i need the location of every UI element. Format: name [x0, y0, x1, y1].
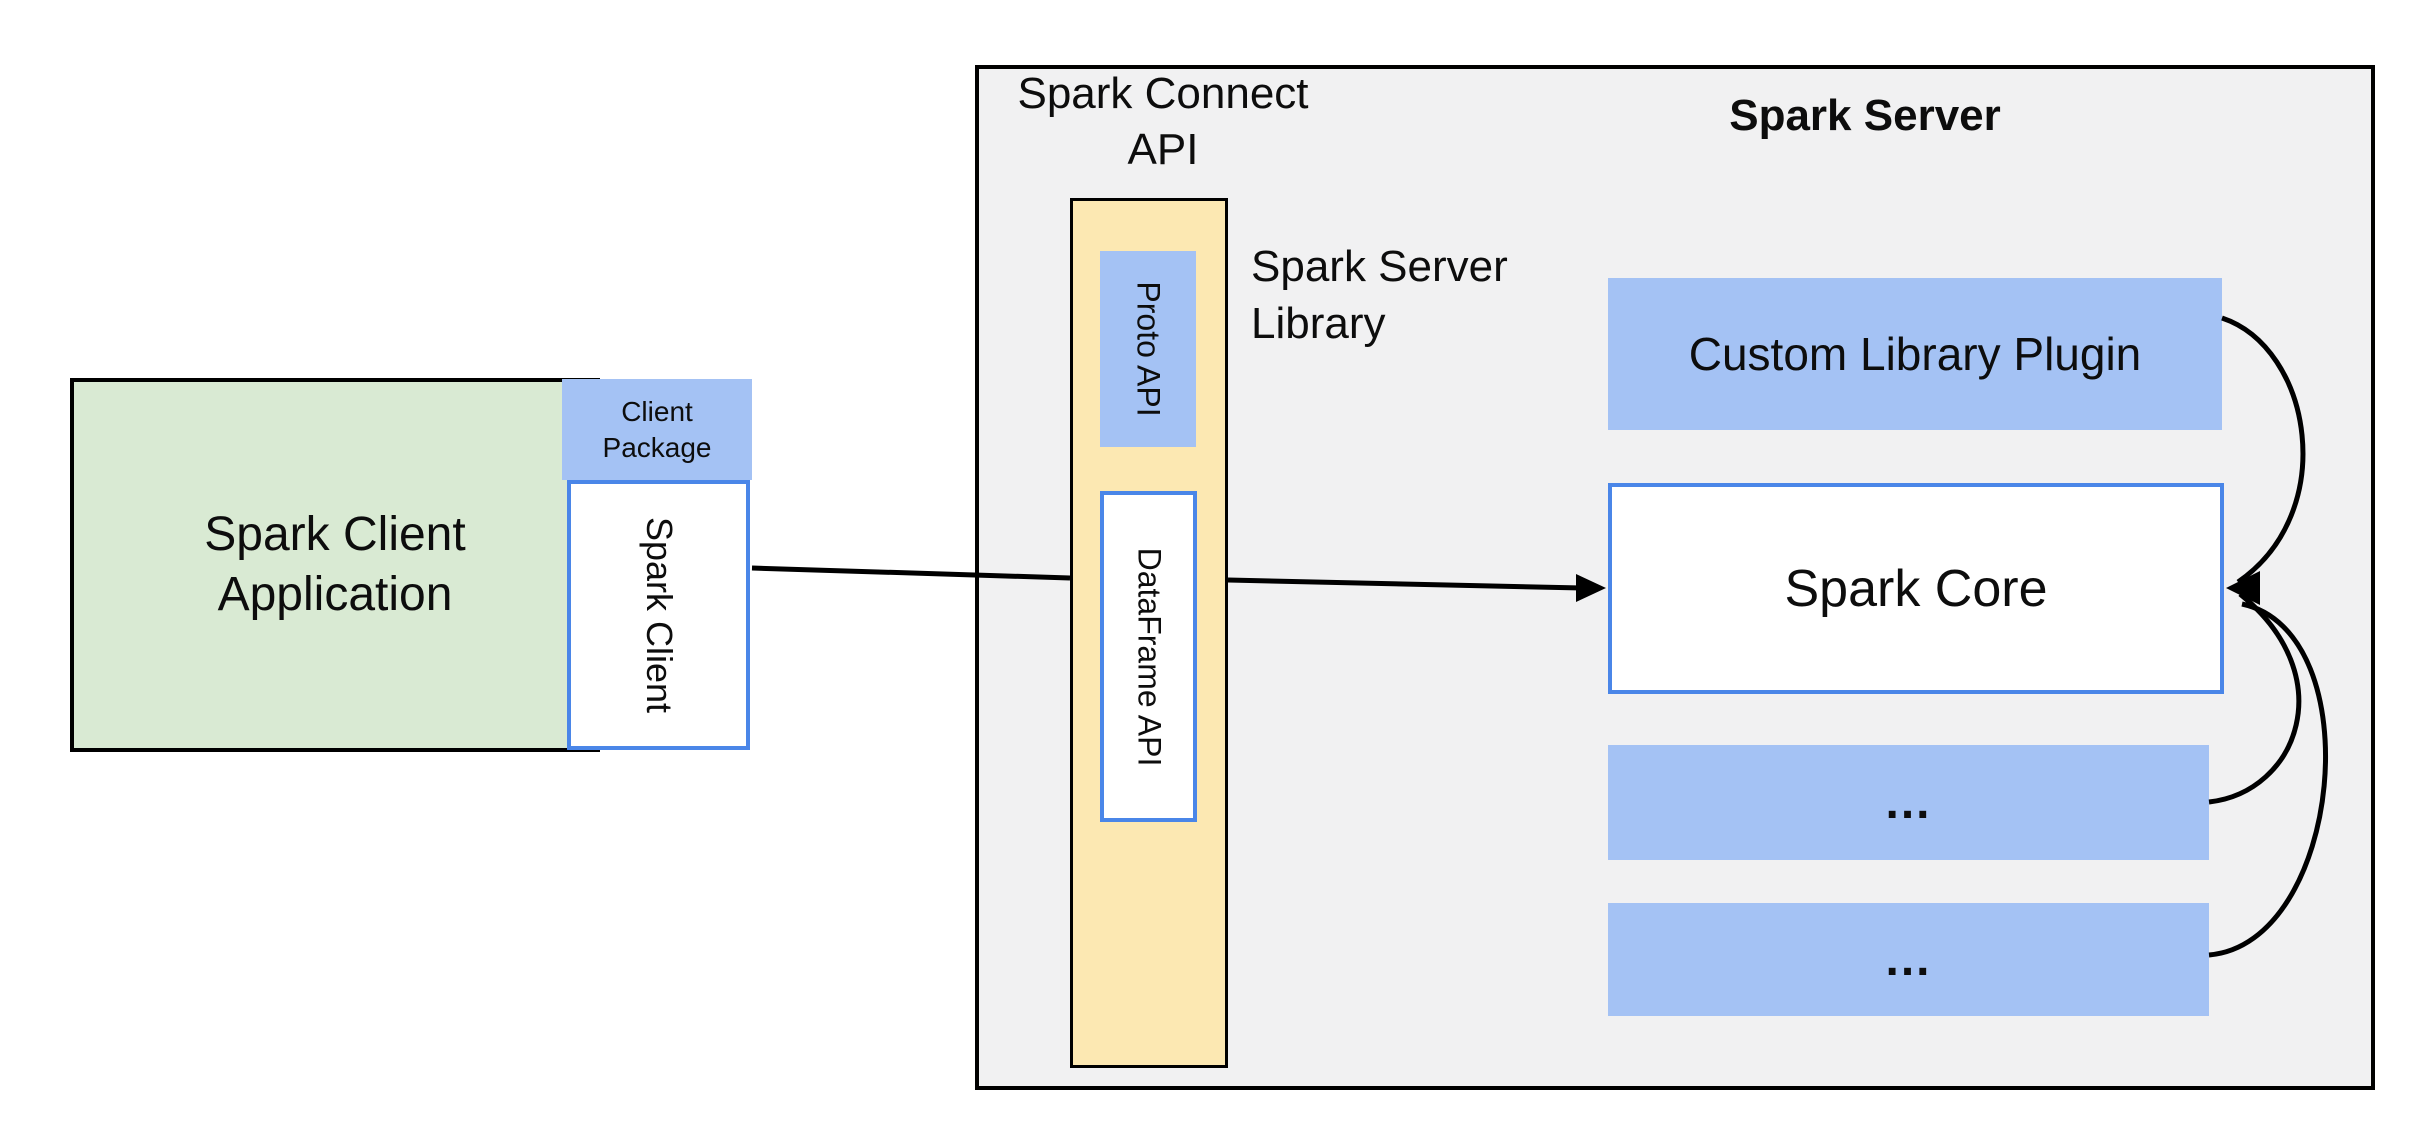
custom-library-plugin-label: Custom Library Plugin — [1688, 328, 2142, 380]
ellipsis-label-1: ... — [1885, 776, 1932, 829]
client-package-line1: Client — [621, 395, 693, 427]
spark-client-label: Spark Client — [638, 516, 680, 714]
dataframe-api-box: DataFrame API — [1100, 491, 1197, 822]
ellipsis-label-2: ... — [1885, 933, 1932, 986]
spark-core-box: Spark Core — [1608, 483, 2224, 694]
client-package-line2: Package — [602, 431, 712, 463]
spark-client-box: Spark Client — [567, 480, 750, 750]
plugin-placeholder-box-1: ... — [1608, 745, 2209, 860]
spark-server-library-line1: Spark Server — [1251, 242, 1508, 291]
spark-server-title: Spark Server — [1729, 91, 2001, 140]
proto-api-label: Proto API — [1130, 281, 1167, 417]
spark-client-application-line2: Application — [217, 568, 453, 621]
spark-server-library-line2: Library — [1251, 299, 1386, 348]
spark-core-label: Spark Core — [1784, 559, 2048, 618]
spark-client-application-line1: Spark Client — [204, 508, 466, 561]
spark-connect-api-line2: API — [1127, 125, 1199, 174]
plugin-placeholder-box-2: ... — [1608, 903, 2209, 1016]
custom-library-plugin-box: Custom Library Plugin — [1608, 278, 2222, 430]
spark-connect-api-line1: Spark Connect — [1017, 69, 1309, 118]
proto-api-box: Proto API — [1100, 251, 1196, 447]
dataframe-api-label: DataFrame API — [1131, 547, 1167, 766]
